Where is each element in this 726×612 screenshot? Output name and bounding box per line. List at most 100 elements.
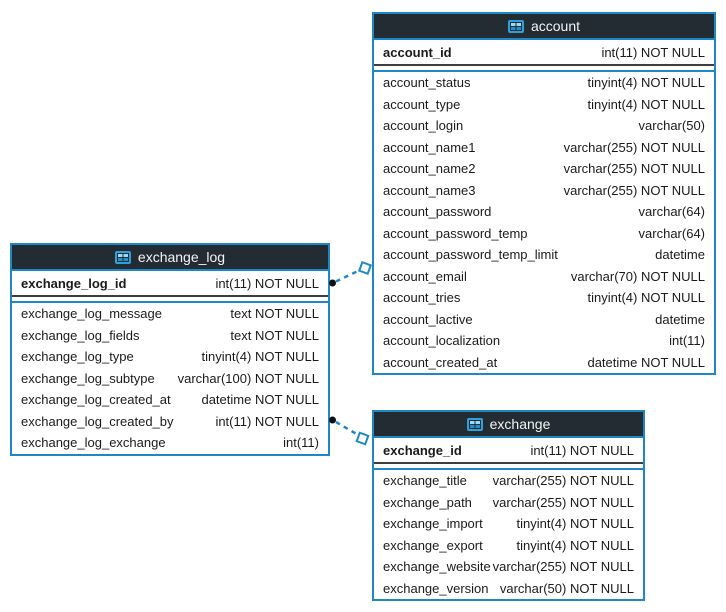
column-type: varchar(255) NOT NULL	[492, 473, 634, 489]
column-type: tinyint(4) NOT NULL	[516, 516, 634, 532]
column-name: exchange_log_subtype	[21, 370, 155, 386]
column-name: account_password	[383, 204, 492, 220]
column-type: varchar(255) NOT NULL	[563, 161, 705, 177]
table-row[interactable]: exchange_log_created_at datetime NOT NULL	[12, 389, 328, 411]
table-row[interactable]: account_name2 varchar(255) NOT NULL	[374, 158, 714, 180]
table-row[interactable]: account_id int(11) NOT NULL	[374, 40, 714, 64]
table-exchange-log[interactable]: exchange_log exchange_log_id int(11) NOT…	[10, 243, 330, 456]
table-row[interactable]: account_login varchar(50)	[374, 115, 714, 137]
column-type: varchar(255) NOT NULL	[563, 139, 705, 155]
column-name: account_name1	[383, 139, 476, 155]
table-icon	[114, 250, 131, 264]
table-row[interactable]: account_password_temp_limit datetime	[374, 244, 714, 266]
column-name: account_name2	[383, 161, 476, 177]
column-name: exchange_log_created_by	[21, 413, 174, 429]
column-name: exchange_log_message	[21, 306, 162, 322]
column-name: exchange_website	[383, 559, 491, 575]
column-type: tinyint(4) NOT NULL	[201, 349, 319, 365]
table-title: account	[530, 18, 581, 34]
relation-exchange-log-account[interactable]	[329, 260, 373, 287]
column-type: tinyint(4) NOT NULL	[587, 290, 705, 306]
table-row[interactable]: exchange_id int(11) NOT NULL	[374, 438, 643, 462]
table-header[interactable]: exchange_log	[12, 245, 328, 271]
column-type: int(11)	[283, 435, 319, 451]
column-name: account_login	[383, 118, 464, 134]
table-exchange[interactable]: exchange exchange_id int(11) NOT NULL ex…	[372, 410, 645, 601]
column-name: exchange_export	[383, 537, 483, 553]
table-row[interactable]: account_created_at datetime NOT NULL	[374, 352, 714, 374]
table-row[interactable]: exchange_log_created_by int(11) NOT NULL	[12, 411, 328, 433]
table-row[interactable]: account_email varchar(70) NOT NULL	[374, 266, 714, 288]
table-title: exchange_log	[137, 249, 226, 265]
diamond-marker	[355, 431, 370, 446]
column-name: exchange_path	[383, 494, 472, 510]
column-name: exchange_log_id	[21, 275, 127, 291]
column-type: datetime NOT NULL	[587, 354, 705, 370]
table-row[interactable]: exchange_import tinyint(4) NOT NULL	[374, 513, 643, 535]
primary-key-section: exchange_id int(11) NOT NULL	[374, 438, 643, 464]
column-name: account_id	[383, 44, 452, 60]
table-header[interactable]: account	[374, 14, 714, 40]
column-type: tinyint(4) NOT NULL	[516, 537, 634, 553]
column-name: account_password_temp_limit	[383, 247, 558, 263]
column-type: int(11) NOT NULL	[215, 413, 319, 429]
column-type: datetime	[655, 311, 705, 327]
primary-key-section: account_id int(11) NOT NULL	[374, 40, 714, 66]
section-divider	[374, 464, 643, 468]
section-divider	[374, 66, 714, 70]
table-row[interactable]: exchange_log_exchange int(11)	[12, 432, 328, 454]
column-type: varchar(100) NOT NULL	[177, 370, 319, 386]
table-row[interactable]: exchange_log_id int(11) NOT NULL	[12, 271, 328, 295]
table-row[interactable]: exchange_path varchar(255) NOT NULL	[374, 492, 643, 514]
column-type: int(11)	[669, 333, 705, 349]
column-name: exchange_title	[383, 473, 467, 489]
column-type: varchar(70) NOT NULL	[570, 268, 705, 284]
column-name: account_type	[383, 96, 461, 112]
column-name: account_status	[383, 75, 471, 91]
table-header[interactable]: exchange	[374, 412, 643, 438]
table-row[interactable]: exchange_export tinyint(4) NOT NULL	[374, 535, 643, 557]
column-type: datetime NOT NULL	[201, 392, 319, 408]
table-row[interactable]: account_name1 varchar(255) NOT NULL	[374, 137, 714, 159]
table-row[interactable]: exchange_title varchar(255) NOT NULL	[374, 470, 643, 492]
table-row[interactable]: account_lactive datetime	[374, 309, 714, 331]
column-name: exchange_log_exchange	[21, 435, 166, 451]
column-name: exchange_import	[383, 516, 483, 532]
section-divider	[12, 297, 328, 301]
column-name: account_tries	[383, 290, 461, 306]
column-name: account_created_at	[383, 354, 498, 370]
table-row[interactable]: exchange_log_subtype varchar(100) NOT NUL…	[12, 368, 328, 390]
column-type: datetime	[655, 247, 705, 263]
dot-marker	[329, 279, 336, 287]
column-name: exchange_log_fields	[21, 327, 140, 343]
column-name: account_email	[383, 268, 467, 284]
table-account[interactable]: account account_id int(11) NOT NULL acco…	[372, 12, 716, 375]
column-type: varchar(255) NOT NULL	[492, 494, 634, 510]
table-row[interactable]: account_tries tinyint(4) NOT NULL	[374, 287, 714, 309]
table-icon	[466, 417, 483, 431]
column-name: account_password_temp	[383, 225, 528, 241]
table-title: exchange	[489, 416, 551, 432]
diamond-marker	[357, 260, 373, 276]
primary-key-section: exchange_log_id int(11) NOT NULL	[12, 271, 328, 297]
column-name: account_lactive	[383, 311, 473, 327]
column-name: exchange_log_created_at	[21, 392, 171, 408]
dot-marker	[329, 416, 336, 424]
column-type: varchar(50)	[638, 118, 705, 134]
relation-exchange-log-exchange[interactable]	[329, 416, 370, 446]
table-icon	[507, 19, 524, 33]
